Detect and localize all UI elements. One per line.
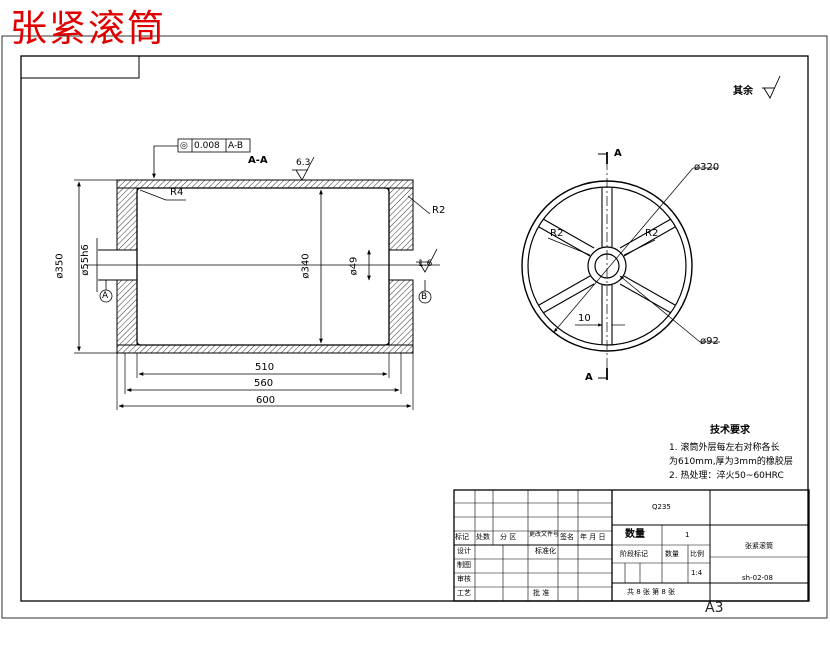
roughness-top-value: 6.3 <box>296 158 311 168</box>
sheet-inner-border <box>20 55 809 602</box>
surface-note-label: 其余 <box>733 86 753 97</box>
header-sign: 签名 <box>560 533 574 541</box>
gdt-value: 0.008 <box>194 141 220 151</box>
tech-req-line: 为610mm,厚为3mm的橡胶层 <box>669 457 793 467</box>
section-mark-top: A <box>614 148 622 159</box>
header-ymd: 年 月 日 <box>580 533 606 541</box>
stage-mark-label: 阶段标记 <box>620 550 648 558</box>
gdt-symbol: ◎ <box>180 141 188 151</box>
drawing-title: 张紧滚筒 <box>10 7 166 50</box>
inner-cavity-outline <box>136 187 390 346</box>
end-outer-diameter-label: ø320 <box>694 162 720 173</box>
header-approve: 批 准 <box>533 589 550 597</box>
end-view <box>521 152 720 380</box>
section-label: A-A <box>248 155 268 166</box>
quantity-label: 数量 <box>625 529 645 540</box>
sheet-size-label: A3 <box>705 600 724 616</box>
hub-diameter-label: ø92 <box>700 336 719 347</box>
title-block-grid <box>453 489 810 602</box>
roughness-symbol-top <box>295 156 315 181</box>
hatch-left-lower <box>116 279 138 346</box>
datum-left-label: A <box>102 291 109 301</box>
header-drafting: 制图 <box>457 561 471 569</box>
header-review: 审核 <box>457 575 471 583</box>
hatch-left-upper <box>116 187 138 251</box>
weight-label: 数量 <box>665 550 679 558</box>
radius-right-label: R2 <box>432 205 446 216</box>
header-standardization: 标准化 <box>535 547 556 555</box>
gdt-frame <box>177 138 251 153</box>
header-doc-no: 更改文件号 <box>529 531 560 538</box>
outer-diameter-label: ø350 <box>54 253 66 279</box>
bore-left-label: ø55h6 <box>79 244 91 276</box>
tech-req-line: 1. 滚筒外层每左右对称各长 <box>669 443 780 453</box>
length-510-label: 510 <box>255 362 275 373</box>
tech-req-heading: 技术要求 <box>710 425 750 436</box>
radius-left-label: R4 <box>170 187 184 198</box>
hatch-top-wall <box>116 179 414 189</box>
drawing-name: 张紧滚筒 <box>745 542 773 550</box>
roughness-right-value: 1.6 <box>418 259 433 269</box>
bore-right-label: ø49 <box>348 256 360 276</box>
sheet-outer-border <box>1 35 828 619</box>
quantity-value: 1 <box>685 531 690 539</box>
inner-diameter-label: ø340 <box>300 253 312 279</box>
hatch-right-lower <box>388 279 414 346</box>
sheet-count: 共 8 张 第 8 张 <box>627 588 676 596</box>
datum-right-label: B <box>421 292 428 302</box>
scale-value: 1:4 <box>691 569 703 577</box>
hatch-right-upper <box>388 187 414 251</box>
spoke-width-label: 10 <box>578 313 591 324</box>
header-zone: 分 区 <box>500 533 517 541</box>
section-view <box>74 138 440 410</box>
material-label: Q235 <box>652 503 671 511</box>
header-process: 工艺 <box>457 589 471 597</box>
roughness-symbol-right <box>418 248 438 273</box>
drawing-number: sh-02-08 <box>742 574 773 582</box>
length-600-label: 600 <box>256 395 276 406</box>
hatch-bottom-wall <box>116 344 414 354</box>
default-roughness-symbol <box>763 75 781 99</box>
tech-req-line: 2. 热处理：淬火50~60HRC <box>669 471 784 481</box>
section-mark-bottom: A <box>585 372 593 383</box>
end-radius-left-label: R2 <box>550 228 564 239</box>
header-design: 设计 <box>457 547 471 555</box>
drawing-number-box <box>20 55 140 79</box>
length-560-label: 560 <box>254 378 274 389</box>
header-count: 处数 <box>476 533 490 541</box>
scale-label: 比例 <box>690 550 704 558</box>
header-mark: 标记 <box>455 533 469 541</box>
end-radius-right-label: R2 <box>645 228 659 239</box>
gdt-datum: A-B <box>228 141 244 151</box>
